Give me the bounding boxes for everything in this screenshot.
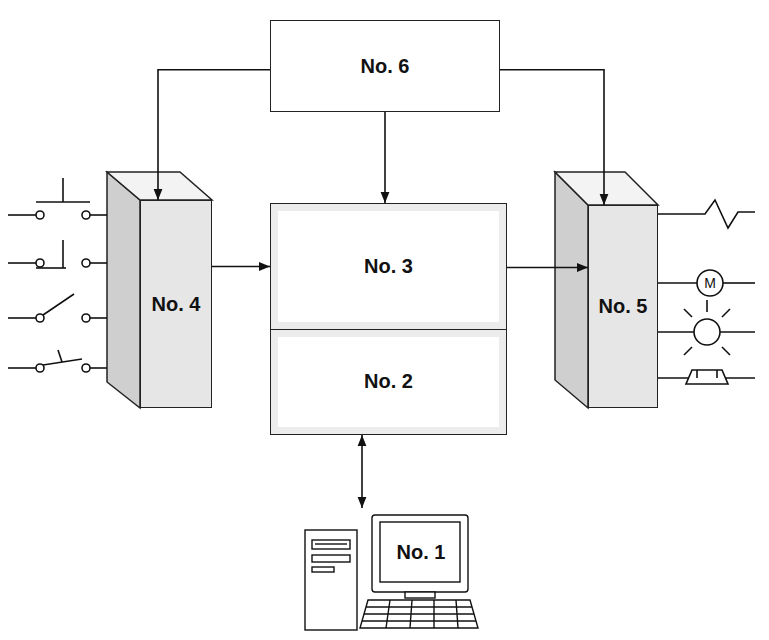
lamp-symbol [694,319,720,345]
output-module-faces [555,172,658,205]
pushbutton-nc-symbol [62,240,64,268]
output-module-faces [555,172,588,408]
pushbutton-no-symbol [8,214,36,216]
computer-illustration [305,530,357,630]
lamp-symbol [684,347,692,355]
switch-no-symbol [43,294,74,315]
pushbutton-no-symbol [36,211,44,219]
pushbutton-no-symbol [90,214,107,216]
horn-symbol [716,370,718,378]
node-label: No. 4 [152,293,201,316]
horn-symbol [696,370,698,378]
switch-nc-symbol [8,367,36,369]
computer-illustration [386,600,390,628]
computer-illustration [305,515,478,630]
signal-arrow [158,70,270,200]
output-module-faces [555,172,658,408]
motor-symbol [723,282,755,284]
heater-symbol [658,200,755,228]
lamp-symbol [722,347,730,355]
node-label: No. 6 [361,55,410,78]
pushbutton-no-symbol [8,178,107,219]
computer-illustration [312,540,350,549]
motor-symbol [658,282,697,284]
switch-nc-symbol [43,359,82,365]
horn-symbol [686,370,728,384]
computer-illustration [362,620,476,621]
pushbutton-nc-symbol [8,262,36,264]
computer-illustration [456,600,458,628]
pushbutton-nc-symbol [36,259,44,267]
node-label: No. 2 [364,370,413,393]
signal-arrow [507,267,588,269]
switch-no-symbol [82,314,90,322]
lamp-symbol [658,331,694,333]
switch-nc-symbol [90,367,107,369]
signal-arrow [361,435,363,508]
pushbutton-nc-symbol [36,267,66,269]
switch-no-symbol [8,317,36,319]
lamp-symbol [658,300,755,355]
lamp-symbol [684,309,692,317]
computer-illustration [410,600,412,628]
switch-nc-symbol [8,350,107,372]
power-supply-box: No. 6 [270,20,500,112]
heater-symbol [658,200,755,228]
node-label: No. 1 [380,522,462,582]
pushbutton-nc-symbol [82,259,90,267]
input-module-faces [107,172,140,408]
lamp-symbol [722,309,730,317]
node-label: No. 5 [599,295,648,318]
signal-arrow [212,266,270,268]
pushbutton-nc-symbol [90,262,107,264]
horn-symbol [658,370,755,384]
switch-no-symbol [36,314,44,322]
switch-nc-symbol [58,350,62,362]
motor-symbol [658,270,755,296]
switch-no-symbol [90,317,107,319]
computer-illustration [405,592,435,598]
signal-arrow [384,112,386,203]
switch-nc-symbol [36,364,44,372]
computer-illustration [360,600,478,628]
memory-box: No. 2 [270,329,507,436]
computer-illustration [315,543,347,544]
pushbutton-no-symbol [62,178,64,202]
switch-no-symbol [8,294,107,322]
switch-nc-symbol [82,364,90,372]
lamp-symbol [706,300,708,312]
input-module-faces [107,172,212,200]
motor-symbol [697,270,723,296]
pushbutton-no-symbol [82,211,90,219]
motor-letter: M [704,276,716,290]
input-module: No. 4 [140,200,212,408]
computer-illustration [372,515,468,592]
node-label: No. 3 [364,255,413,278]
lamp-symbol [720,331,755,333]
cpu-box: No. 3 [270,203,507,330]
pushbutton-nc-symbol [8,240,107,268]
output-module: No. 5 [588,205,658,408]
computer-illustration [433,600,434,628]
signal-arrow [500,70,604,205]
input-module-faces [107,172,212,408]
programming-device: No. 1 [300,508,475,634]
computer-illustration [312,567,334,572]
computer-illustration [312,555,350,562]
